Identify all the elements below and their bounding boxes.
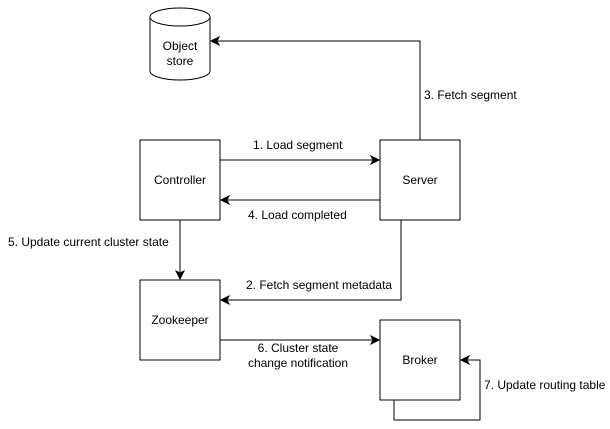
edge-cluster-notification: 6. Cluster state change notification: [220, 334, 381, 370]
edge-label-update-cluster-state: 5. Update current cluster state: [8, 235, 169, 249]
edge-label-notification-line1: 6. Cluster state: [258, 341, 339, 355]
server-node: Server: [379, 139, 461, 221]
edge-label-update-routing: 7. Update routing table: [484, 378, 606, 392]
edge-fetch-segment: 3. Fetch segment: [209, 35, 517, 140]
controller-node: Controller: [139, 139, 221, 221]
server-label: Server: [402, 173, 437, 187]
zookeeper-label: Zookeeper: [151, 313, 208, 327]
zookeeper-node: Zookeeper: [139, 279, 221, 361]
broker-label: Broker: [402, 353, 437, 367]
object-store-label-line2: store: [167, 54, 194, 68]
edge-label-load-completed: 4. Load completed: [248, 208, 347, 222]
edge-fetch-metadata: 2. Fetch segment metadata: [219, 220, 402, 306]
edge-load-completed: 4. Load completed: [219, 194, 380, 222]
edge-label-fetch-segment: 3. Fetch segment: [424, 88, 517, 102]
edge-label-fetch-metadata: 2. Fetch segment metadata: [246, 278, 392, 292]
object-store-node: Object store: [149, 7, 211, 81]
edge-update-cluster-state: 5. Update current cluster state: [8, 220, 186, 281]
edge-label-notification-line2: change notification: [248, 356, 348, 370]
edge-load-segment: 1. Load segment: [220, 138, 381, 166]
broker-node: Broker: [379, 319, 461, 401]
object-store-label-line1: Object: [163, 39, 198, 53]
edge-update-routing: 7. Update routing table: [393, 354, 606, 421]
edge-label-load-segment: 1. Load segment: [253, 138, 343, 152]
controller-label: Controller: [154, 173, 206, 187]
